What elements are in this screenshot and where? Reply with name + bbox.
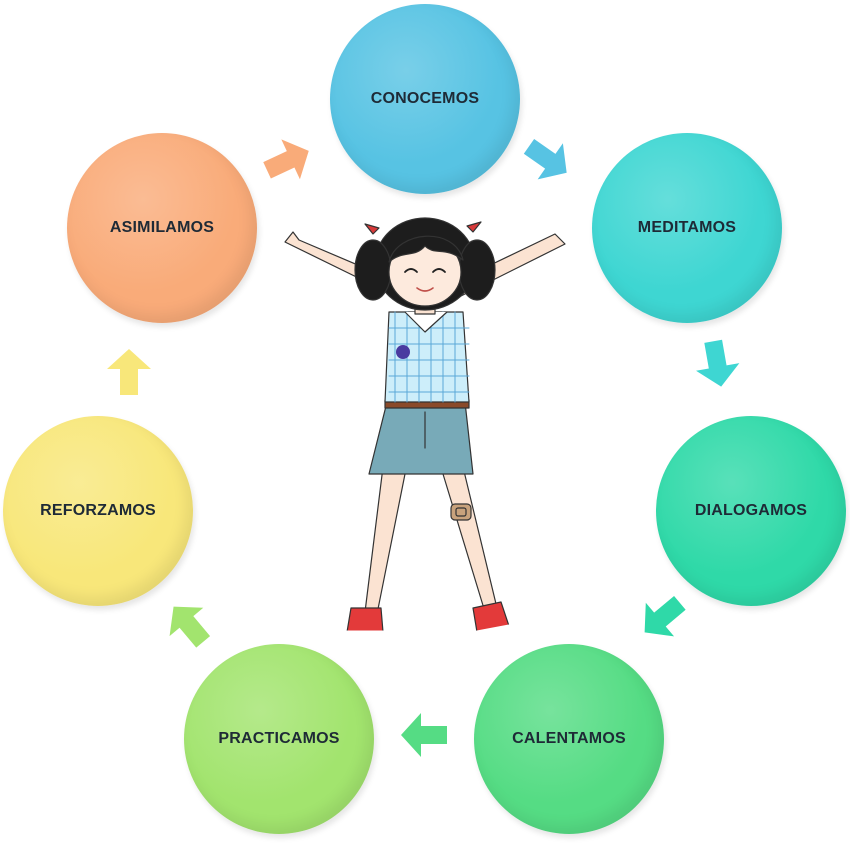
arrow-icon-7 — [260, 134, 314, 188]
step-label-conocemos: CONOCEMOS — [370, 90, 480, 107]
step-practicamos: PRACTICAMOS — [184, 644, 374, 834]
step-calentamos: CALENTAMOS — [474, 644, 664, 834]
step-label-dialogamos: DIALOGAMOS — [694, 502, 808, 519]
step-label-meditamos: MEDITAMOS — [637, 219, 737, 236]
arrow-icon-6 — [102, 346, 156, 400]
arrow-icon-3 — [636, 590, 690, 644]
girl-illustration — [265, 212, 585, 652]
step-dialogamos: DIALOGAMOS — [656, 416, 846, 606]
step-label-practicamos: PRACTICAMOS — [218, 730, 340, 747]
step-label-asimilamos: ASIMILAMOS — [109, 219, 215, 236]
step-meditamos: MEDITAMOS — [592, 133, 782, 323]
step-conocemos: CONOCEMOS — [330, 4, 520, 194]
arrow-icon-5 — [162, 598, 216, 652]
arrow-icon-1 — [520, 132, 574, 186]
step-asimilamos: ASIMILAMOS — [67, 133, 257, 323]
arrow-icon-4 — [398, 708, 452, 762]
step-label-calentamos: CALENTAMOS — [512, 730, 626, 747]
arrow-icon-2 — [690, 336, 744, 390]
step-reforzamos: REFORZAMOS — [3, 416, 193, 606]
step-label-reforzamos: REFORZAMOS — [40, 502, 156, 519]
